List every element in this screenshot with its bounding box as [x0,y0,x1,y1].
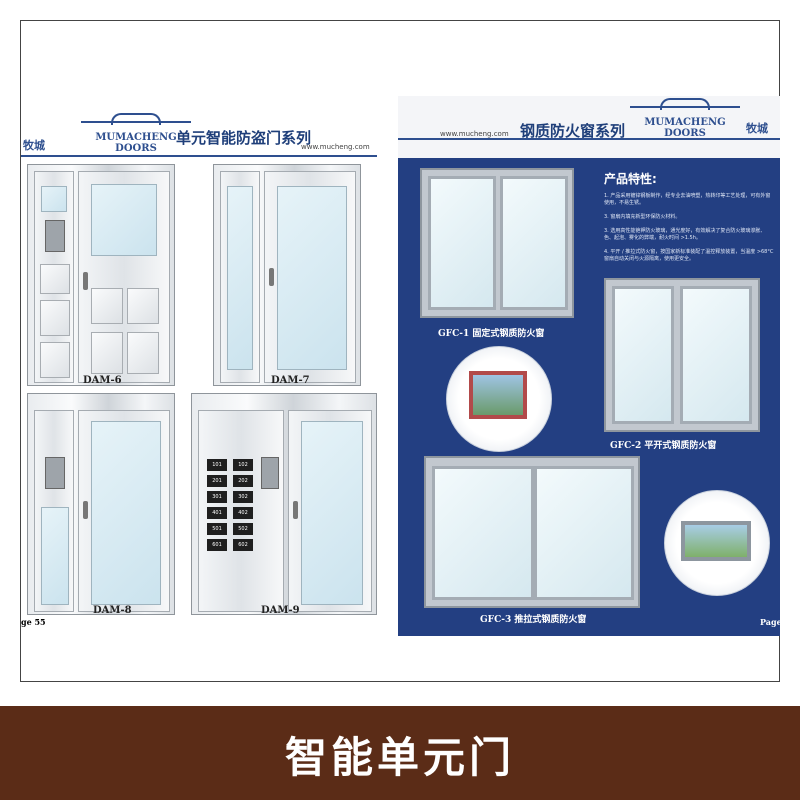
website-url: www.mucheng.com [440,130,509,138]
door-panel [40,264,70,294]
window-label: GFC-3 推拉式钢质防火窗 [480,615,587,625]
product-features: 产品特性: 1. 产品采用镀锌钢板制作，经专业去油喷塑，热转印等工艺处理，可有外… [604,170,774,270]
door-glass [227,186,253,370]
door-glass [41,186,67,212]
door-dam-6 [27,164,175,386]
door-handle-icon [83,501,88,519]
door-side-leaf [34,410,74,612]
door-side-leaf [34,171,74,383]
logo-ornament-icon [111,113,161,125]
mailbox-icon: 301 [207,491,227,503]
left-catalogue-page: 牧城 MUMACHENG DOORS 单元智能防盗门系列 www.mucheng… [21,21,377,681]
brand-name: MUMACHENG DOORS [95,132,177,154]
window-pane [534,466,634,600]
intercom-panel-icon [261,457,279,489]
feature-item: 4. 平开 / 推拉式防火窗，按国家新标准装配了温控释放装置，当温度 >68°C… [604,249,774,262]
door-label: DAM-7 [271,375,310,386]
bottom-banner: 智能单元门 [0,706,800,800]
intercom-panel-icon [45,457,65,489]
door-panel [40,300,70,336]
feature-item: 3. 窗扇内填充新型环保防火材料。 [604,214,681,220]
brand-name: MUMACHENG DOORS [644,117,726,139]
window-gfc-3 [424,456,640,608]
window-pane [680,286,752,424]
door-panel [127,332,159,374]
window-detail-circle [446,346,552,452]
door-panel [40,342,70,378]
mailbox-icon: 402 [233,507,253,519]
door-main-leaf [264,171,356,383]
header-rule [398,138,780,140]
door-label: DAM-9 [261,605,300,616]
door-label: DAM-8 [93,605,132,616]
window-label: GFC-1 固定式钢质防火窗 [438,329,545,339]
door-panel [127,288,159,324]
right-page-number: Page 5 [760,617,791,627]
window-detail-circle [664,490,770,596]
door-glass [91,421,161,605]
door-handle-icon [293,501,298,519]
door-handle-icon [83,272,88,290]
intercom-panel-icon [45,220,65,252]
window-pane [500,176,568,310]
window-detail-image [469,371,527,419]
window-gfc-2 [604,278,760,432]
window-pane [432,466,534,600]
brand-logo: MUMACHENG DOORS [81,113,191,157]
window-detail-image [681,521,751,561]
door-handle-icon [269,268,274,286]
left-page-number: ge 55 [21,617,46,627]
door-glass [277,186,347,370]
header-rule [21,155,377,157]
mailbox-icon: 202 [233,475,253,487]
feature-item: 3. 选用高性能铯钾防火玻璃，通光度好，有效解决了复合防火玻璃渗胀、色、起泡、雾… [604,228,766,241]
mailbox-icon: 102 [233,459,253,471]
feature-item: 1. 产品采用镀锌钢板制作，经专业去油喷塑，热转印等工艺处理，可有外窗使用，不易… [604,193,771,206]
window-pane [612,286,674,424]
website-url: www.mucheng.com [301,143,370,151]
features-title: 产品特性: [604,172,657,186]
door-glass [91,184,157,256]
brand-badge: 牧城 [23,139,45,152]
logo-ornament-icon [660,98,710,110]
left-page-header: 牧城 MUMACHENG DOORS 单元智能防盗门系列 www.mucheng… [21,113,377,169]
series-title: 钢质防火窗系列 [520,122,626,140]
door-dam-7 [213,164,361,386]
door-dam-9: 101 102 201 202 301 302 401 402 501 502 … [191,393,377,615]
brand-badge: 牧城 [746,122,768,135]
window-label: GFC-2 平开式钢质防火窗 [610,441,717,451]
mailbox-icon: 502 [233,523,253,535]
door-side-leaf: 101 102 201 202 301 302 401 402 501 502 … [198,410,284,612]
door-panel [91,332,123,374]
door-main-leaf [78,410,170,612]
door-main-leaf [78,171,170,383]
mailbox-icon: 101 [207,459,227,471]
door-glass [41,507,69,605]
door-panel [91,288,123,324]
brand-logo: MUMACHENG DOORS [630,98,740,142]
series-title: 单元智能防盗门系列 [176,129,312,147]
door-dam-8 [27,393,175,615]
door-main-leaf [288,410,372,612]
banner-title: 智能单元门 [284,733,515,782]
mailbox-icon: 302 [233,491,253,503]
mailbox-icon: 401 [207,507,227,519]
mailbox-icon: 201 [207,475,227,487]
door-side-leaf [220,171,260,383]
mailbox-icon: 501 [207,523,227,535]
right-page-header: www.mucheng.com 钢质防火窗系列 MUMACHENG DOORS … [398,96,780,158]
window-pane [428,176,496,310]
mailbox-icon: 601 [207,539,227,551]
window-gfc-1 [420,168,574,318]
door-glass [301,421,363,605]
mailbox-icon: 602 [233,539,253,551]
door-label: DAM-6 [83,375,122,386]
